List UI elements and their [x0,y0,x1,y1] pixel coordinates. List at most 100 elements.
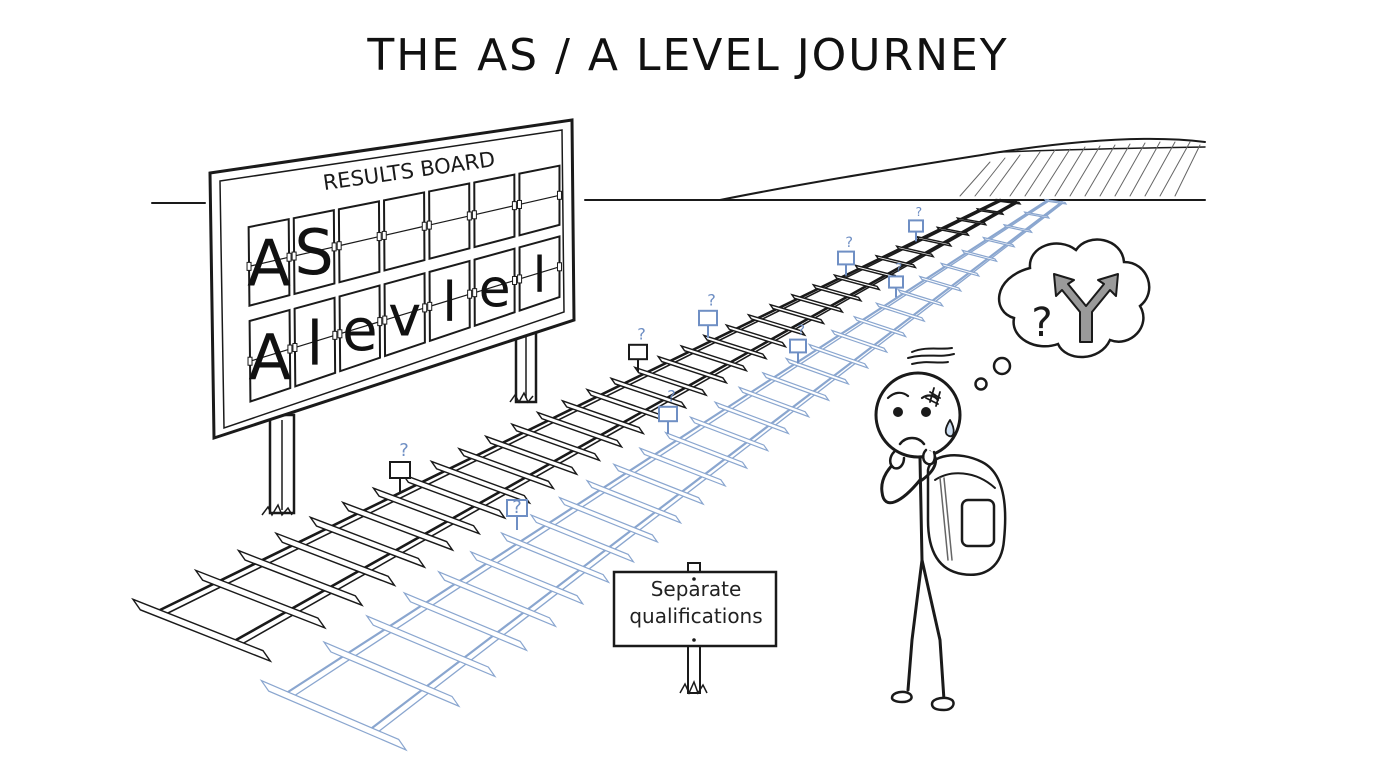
question-marker: ? [628,324,648,372]
sleeper [557,496,659,544]
sleeper [811,283,863,302]
sleeper [322,640,461,708]
backpack-icon [926,454,1007,576]
sleeper [1023,211,1051,219]
board-tile-letter: S [294,216,333,289]
sleeper [713,400,790,435]
sleeper [915,235,953,247]
sleeper [371,486,482,536]
hand-right [922,448,936,466]
sign-line-1: Separate [650,577,742,601]
thought-dot-1 [992,356,1012,376]
question-marker: ? [888,260,904,298]
board-tile-letter: l [442,271,457,334]
question-marker: ? [789,323,807,364]
board-tile-letter: A [247,227,291,301]
sleeper [612,462,705,506]
thought-dot-2 [974,377,988,391]
sleeper [784,357,850,386]
sleeper [365,614,497,678]
sleeper [746,313,807,337]
question-marker: ? [908,204,924,242]
sleeper [939,262,981,278]
question-marker: ? [506,497,528,530]
sleeper [688,415,770,452]
sleeper [761,371,831,402]
sleeper [483,434,579,476]
sleeper [955,217,988,226]
sign-panel [612,570,778,648]
head [874,371,962,459]
question-marker-text: ? [637,324,646,343]
sign-line-2: qualifications [629,604,763,628]
question-marker-text: ? [895,260,902,275]
board-tile-letter: v [388,285,421,350]
sleeper [995,198,1022,205]
board-tile-letter: l [533,247,547,304]
board-tile-letter: A [248,321,291,394]
sleeper [852,315,908,338]
sleeper [401,473,507,520]
board-tile-letter: e [342,296,378,364]
board-tile: l [517,235,562,312]
board-tile: A [247,308,293,403]
sleeper [274,531,397,587]
sleeper [500,531,611,584]
sleeper [131,597,273,663]
eyebrow-left [886,391,910,400]
board-tile: l [292,296,338,388]
separate-qualifications-sign [612,562,778,695]
rail-right [370,200,1064,730]
torso [918,456,924,562]
sleeper [1043,198,1068,205]
sleeper [259,679,408,752]
eyebrow-right [920,394,940,402]
railway-track-black [131,198,1022,663]
stress-scribble [925,387,941,407]
sleeper [585,479,683,525]
board-tile: e [337,284,383,373]
thought-question-mark: ? [1031,300,1052,346]
sleeper [679,344,749,372]
sleeper [340,500,455,552]
eye-right [921,407,931,417]
sleeper [469,550,585,606]
sleeper [830,329,889,354]
board-tile: S [291,209,337,296]
sleeper [402,591,529,652]
question-marker-text: ? [399,440,409,461]
fork-arrow-icon [1053,273,1119,343]
board-tile [381,191,427,272]
sleeper [918,275,963,292]
sleeper [960,249,999,263]
question-markers: ????????? [389,204,924,530]
board-tile: v [382,271,428,358]
sleeper [429,459,532,505]
sleeper [560,399,646,435]
landscape [151,137,1206,204]
hill-hatching [959,141,1201,197]
board-tile: e [472,247,518,328]
board-tile [516,164,562,237]
sleeper [832,273,881,291]
sleeper [236,549,364,607]
question-marker-text: ? [512,497,522,518]
sleeper [768,303,826,325]
question-marker-text: ? [845,235,853,251]
question-marker: ? [658,386,678,434]
eye-left [893,407,903,417]
sleeper [896,288,945,308]
board-tile-letter: e [479,259,511,319]
page-title: THE AS / A LEVEL JOURNEY [367,30,1009,81]
question-marker-text: ? [707,290,716,309]
sleeper [981,236,1016,248]
sleeper [529,513,636,564]
sleeper [874,254,918,269]
sleeper [609,376,688,410]
sleeper [656,355,729,385]
sweat-drop-icon [944,419,955,438]
sleeper [790,293,845,314]
sleeper [510,422,602,462]
